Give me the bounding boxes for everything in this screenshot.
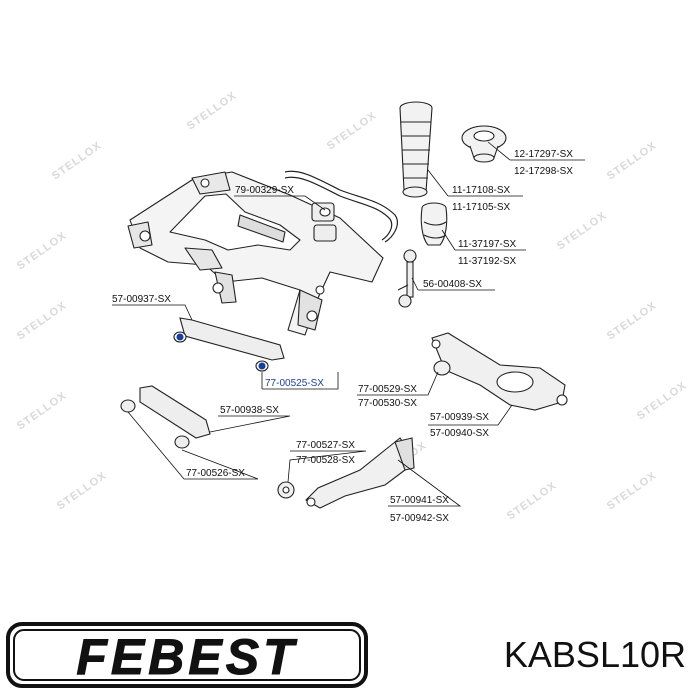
rear-subframe <box>127 171 384 336</box>
leader-lines <box>112 141 585 507</box>
watermark: STELLOX <box>605 300 659 343</box>
upper-lateral-arm <box>173 317 285 372</box>
stabilizer-bar <box>284 170 398 243</box>
watermark: STELLOX <box>325 110 379 153</box>
watermark: STELLOX <box>605 140 659 183</box>
callout-57-00942: 57-00942-SX <box>390 513 449 524</box>
callout-57-00939: 57-00939-SX <box>430 412 489 423</box>
watermark: STELLOX <box>185 90 239 133</box>
callout-57-00938: 57-00938-SX <box>220 405 279 416</box>
callout-11-17105: 11-17105-SX <box>452 202 511 213</box>
stabilizer-bushing <box>311 202 337 242</box>
callout-labels: 79-00329-SX 12-17297-SX 12-17298-SX 11-1… <box>112 149 573 524</box>
watermark: STELLOX <box>635 380 689 423</box>
watermark: STELLOX <box>555 210 609 253</box>
callout-77-00526: 77-00526-SX <box>186 468 245 479</box>
callout-77-00530: 77-00530-SX <box>358 398 417 409</box>
brand-bar: FEBEST KABSL10R <box>0 612 700 700</box>
callout-79-00329: 79-00329-SX <box>235 185 294 196</box>
callout-77-00527: 77-00527-SX <box>296 440 355 451</box>
callout-11-17108: 11-17108-SX <box>452 185 511 196</box>
watermark: STELLOX <box>55 470 109 513</box>
callout-77-00525: 77-00525-SX <box>265 378 324 389</box>
watermark: STELLOX <box>505 480 559 523</box>
watermark: STELLOX <box>15 390 69 433</box>
callout-77-00529: 77-00529-SX <box>358 384 417 395</box>
febest-logo: FEBEST <box>6 622 368 688</box>
callout-57-00940: 57-00940-SX <box>430 428 489 439</box>
trailing-link <box>277 437 415 509</box>
shock-dust-boot <box>399 101 433 198</box>
lower-lateral-arm <box>120 385 211 449</box>
bump-stop <box>420 202 448 246</box>
lower-control-arm <box>431 332 568 411</box>
callout-56-00408: 56-00408-SX <box>423 279 482 290</box>
callout-11-37197: 11-37197-SX <box>458 239 517 250</box>
part-code: KABSL10R <box>503 634 686 675</box>
watermark: STELLOX <box>605 470 659 513</box>
callout-12-17297: 12-17297-SX <box>514 149 573 160</box>
callout-57-00941: 57-00941-SX <box>390 495 449 506</box>
watermark: STELLOX <box>15 230 69 273</box>
watermark: STELLOX <box>50 140 104 183</box>
callout-11-37192: 11-37192-SX <box>458 256 517 267</box>
strut-mount <box>461 125 507 163</box>
callout-77-00528: 77-00528-SX <box>296 455 355 466</box>
febest-logo-text: FEBEST <box>76 629 298 685</box>
stabilizer-link <box>397 249 417 308</box>
suspension-diagram: STELLOX STELLOX STELLOX STELLOX STELLOX … <box>15 90 689 524</box>
callout-57-00937: 57-00937-SX <box>112 294 171 305</box>
watermark: STELLOX <box>15 300 69 343</box>
callout-12-17298: 12-17298-SX <box>514 166 573 177</box>
